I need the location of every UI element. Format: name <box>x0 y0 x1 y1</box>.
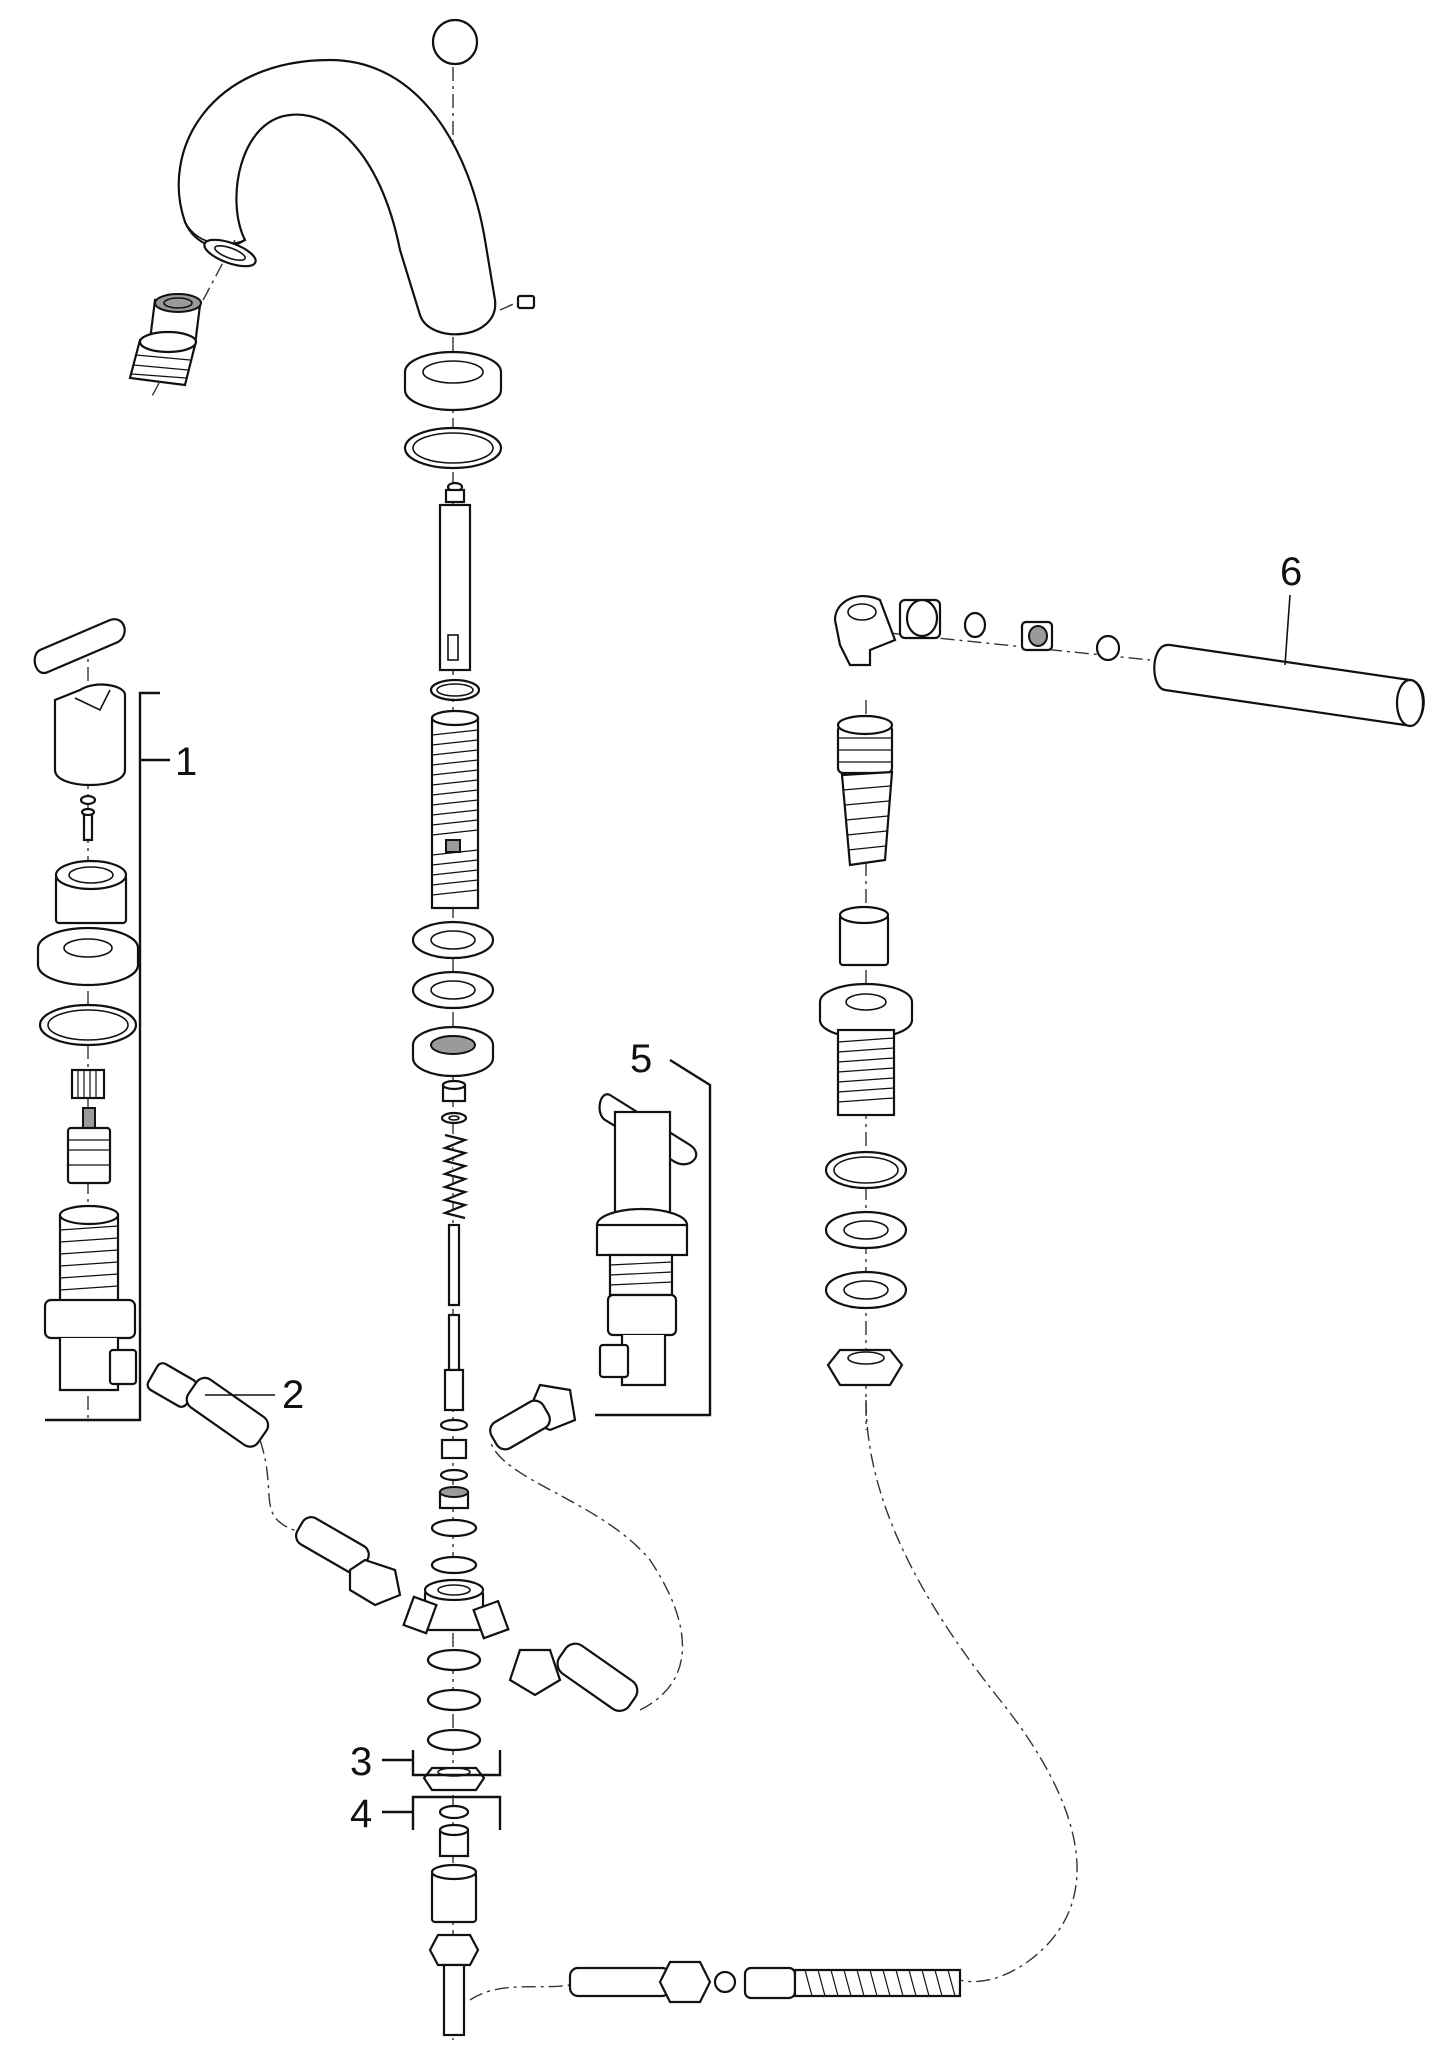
rod-ring-3 <box>439 1468 469 1482</box>
rod-ring-2 <box>440 1438 468 1460</box>
swivel-washer <box>963 611 987 639</box>
bottom-hose-nut <box>428 1933 480 2037</box>
callout-1: 1 <box>175 740 197 784</box>
bottom-washer <box>438 1804 470 1820</box>
left-hose-path <box>259 1439 311 1536</box>
aerator-housing <box>128 330 198 387</box>
tube-o-ring <box>429 678 481 702</box>
deck-washer-1 <box>411 920 495 960</box>
rod-ring-6 <box>430 1555 478 1575</box>
right-tee-hose <box>508 1642 639 1712</box>
shower-washer <box>1095 634 1121 662</box>
deck-washer-2 <box>411 970 495 1010</box>
hose-guide-o-ring-2 <box>824 1270 908 1310</box>
hose-end-fitting <box>836 714 894 775</box>
left-valve-body <box>43 1204 138 1392</box>
left-o-ring <box>38 1003 138 1047</box>
tee-o-ring-2 <box>426 1688 482 1712</box>
callout-4: 4 <box>350 1792 372 1836</box>
spout-base-ring <box>403 350 503 412</box>
bottom-coupling <box>430 1863 478 1924</box>
rod-ring-4 <box>438 1486 470 1510</box>
right-handle-body <box>595 1110 689 1387</box>
tee-connector <box>402 1578 510 1640</box>
bracket-4 <box>382 1795 502 1830</box>
deck-nut-washer <box>411 1025 495 1078</box>
spout <box>177 58 497 336</box>
callout-5: 5 <box>630 1037 652 1081</box>
right-hose-nut <box>489 1383 577 1451</box>
left-lever-handle <box>33 618 126 675</box>
tee-o-ring-3 <box>426 1728 482 1752</box>
callout-3: 3 <box>350 1740 372 1784</box>
elbow-swivel <box>833 595 897 667</box>
hose-protector-spring <box>840 770 894 867</box>
rod-ring-5 <box>430 1518 478 1538</box>
spout-o-ring <box>403 426 503 470</box>
spring <box>441 1133 469 1220</box>
small-bushing <box>441 1079 467 1103</box>
hose-guide-bushing <box>838 905 890 967</box>
threaded-mounting-tube <box>430 709 480 910</box>
tee-o-ring-1 <box>426 1648 482 1672</box>
bracket-5 <box>595 1058 712 1417</box>
bottom-bushing <box>438 1823 470 1858</box>
small-washer <box>440 1111 468 1125</box>
bracket-3 <box>382 1750 502 1777</box>
callout-6: 6 <box>1280 550 1302 594</box>
mounting-nut <box>422 1766 486 1792</box>
left-tee-hose <box>295 1516 402 1607</box>
hose-guide-nut <box>826 1348 904 1387</box>
spout-top-cap <box>431 18 479 66</box>
hose-guide-washer <box>824 1210 908 1250</box>
swivel-nut <box>898 598 942 640</box>
left-spline-adapter <box>70 1068 106 1100</box>
left-bonnet <box>54 859 128 925</box>
hand-shower-wand <box>1153 643 1425 728</box>
bracket-1 <box>45 691 170 1422</box>
callout-2: 2 <box>282 1373 304 1417</box>
flow-restrictor <box>1020 620 1054 652</box>
aerator-washer <box>203 238 257 268</box>
rod-ring-1 <box>439 1418 469 1432</box>
right-hose-path <box>489 1439 684 1711</box>
bottom-hose <box>469 1960 962 2004</box>
hose-guide-o-ring-1 <box>824 1150 908 1190</box>
set-screw <box>499 294 536 311</box>
left-handle-cap <box>53 683 127 786</box>
callout-6-leader <box>1284 594 1291 666</box>
spout-shaft <box>438 481 472 672</box>
left-handle-screw <box>79 794 97 842</box>
left-escutcheon <box>36 926 140 987</box>
left-cartridge <box>66 1107 112 1185</box>
shower-hose-path <box>865 1399 1078 1983</box>
hose-guide-shank <box>836 1028 896 1117</box>
left-hose-nut <box>146 1362 270 1448</box>
pull-rod <box>443 1223 465 1412</box>
